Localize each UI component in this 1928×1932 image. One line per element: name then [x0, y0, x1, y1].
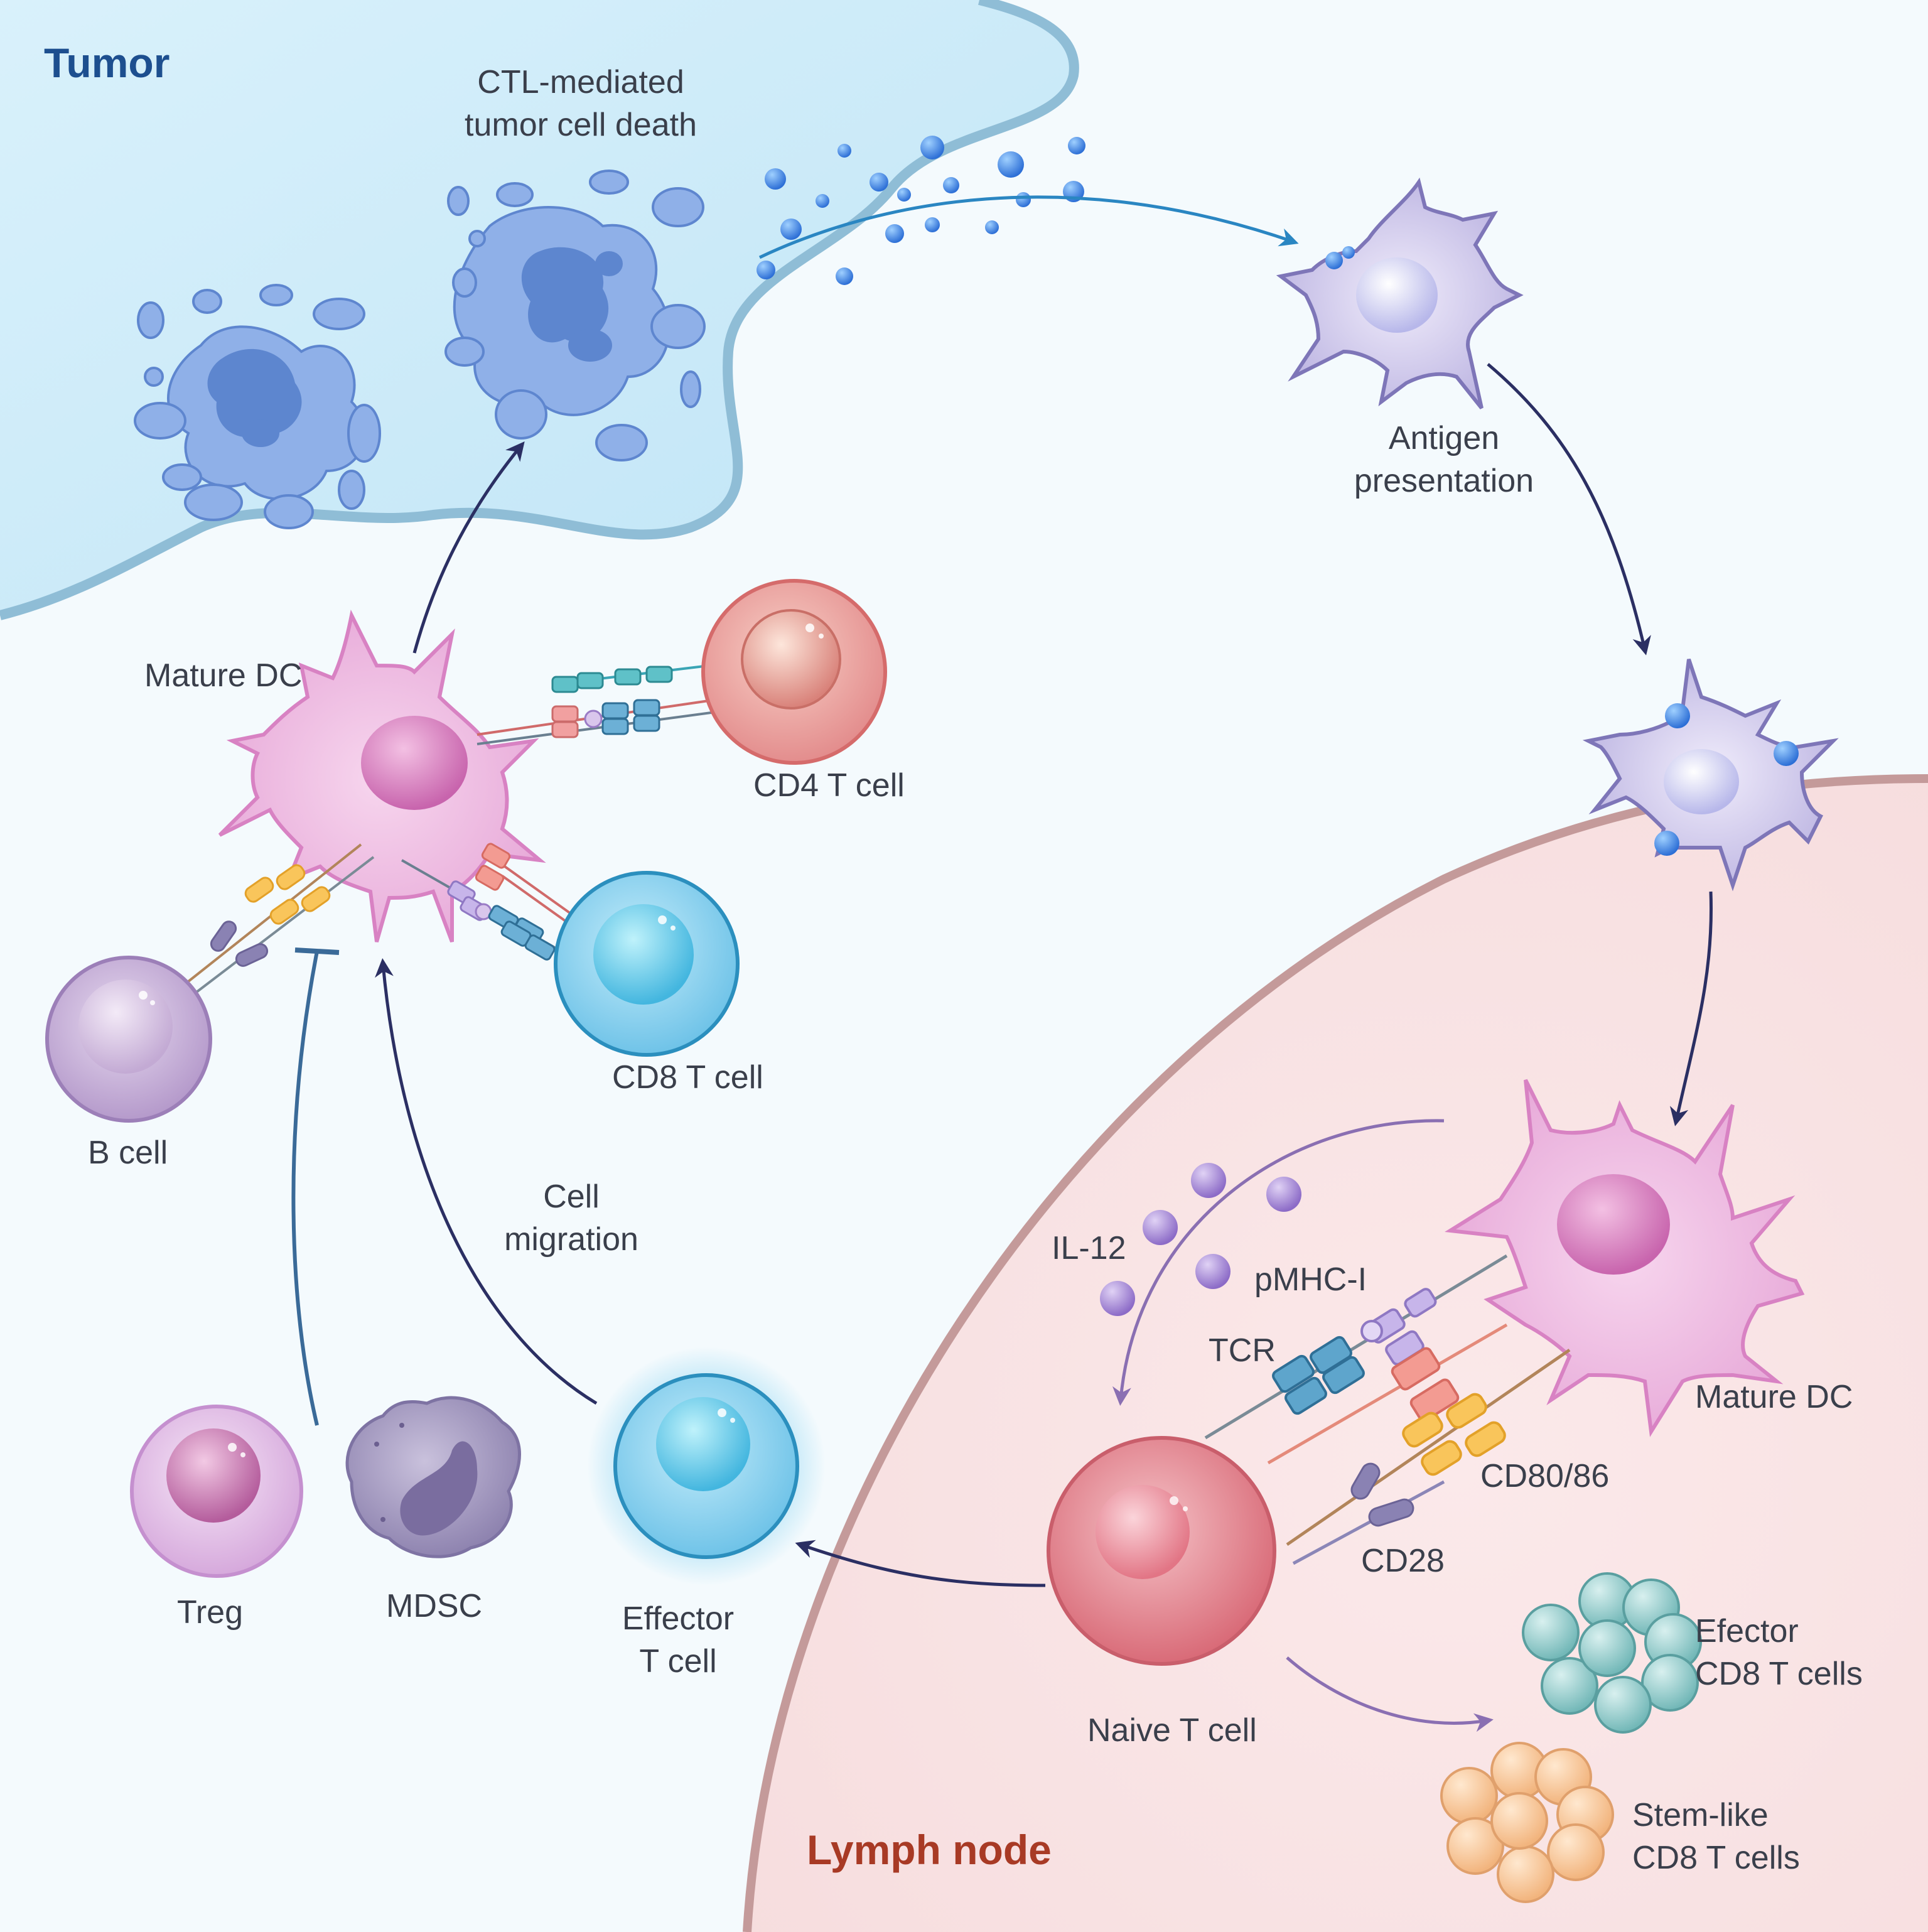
cd4-t-cell — [701, 579, 887, 765]
antigen-presentation-label-line2: presentation — [1354, 462, 1534, 499]
tumor-region-title: Tumor — [44, 40, 170, 86]
migrating-dc — [1582, 659, 1839, 892]
cd28-complex — [1350, 1462, 1414, 1527]
expansion-arrow — [1286, 1656, 1494, 1732]
stemlike-cd8-label-line2: CD8 T cells — [1632, 1839, 1800, 1876]
dying-tumor-cell-center — [444, 170, 706, 461]
lymph-node-region-title: Lymph node — [807, 1827, 1052, 1873]
antigen-presentation-label-line1: Antigen — [1388, 420, 1500, 456]
differentiation-arrow — [795, 1540, 1046, 1587]
cell-migration-arrow — [375, 958, 598, 1405]
il12-particles — [1100, 1163, 1301, 1316]
cd28-label: CD28 — [1361, 1543, 1445, 1579]
cell-migration-label-line2: migration — [504, 1221, 638, 1258]
cd80-86-complex — [1402, 1393, 1506, 1476]
cd8-t-cell — [554, 871, 740, 1057]
antigen-presenting-dc — [1276, 177, 1524, 409]
pmhc-complex — [1360, 1288, 1437, 1366]
migration-arrow-2 — [1669, 891, 1713, 1126]
il12-signal-arrow — [1112, 1119, 1445, 1406]
effector-t-cell-label-line2: T cell — [639, 1643, 717, 1680]
treg-cell — [130, 1405, 303, 1578]
mature-dc-lymph-label: Mature DC — [1695, 1379, 1853, 1415]
cd4-t-cell-label: CD4 T cell — [753, 767, 905, 804]
naive-t-cell — [1047, 1436, 1276, 1666]
efector-cd8-label-line1: Efector — [1695, 1613, 1799, 1649]
stemlike-cd8-cluster — [1440, 1742, 1614, 1903]
ctl-death-label: CTL-mediated tumor cell death — [421, 62, 741, 146]
stemlike-cd8-label: Stem-like CD8 T cells — [1632, 1794, 1800, 1879]
treg-label: Treg — [177, 1594, 243, 1631]
efector-cd8-label: Efector CD8 T cells — [1695, 1611, 1863, 1695]
tcr-label: TCR — [1209, 1332, 1276, 1369]
ctl-killing-arrow — [412, 441, 525, 654]
effector-t-cell-label: Effector T cell — [596, 1598, 760, 1683]
mdsc-label: MDSC — [386, 1588, 483, 1624]
antigen-presentation-label: Antigen presentation — [1312, 418, 1576, 502]
efector-cd8-label-line2: CD8 T cells — [1695, 1655, 1863, 1692]
mature-dc-lymph-node — [1445, 1079, 1805, 1437]
ctl-death-label-line2: tumor cell death — [465, 106, 697, 143]
pmhc-label: pMHC-I — [1254, 1261, 1367, 1298]
antigen-uptake-arrow — [758, 195, 1299, 259]
mature-dc-tumor-label: Mature DC — [144, 657, 303, 694]
dc-bcell-receptors — [178, 843, 375, 1000]
mdsc-cell — [345, 1396, 521, 1558]
cell-migration-label: Cell migration — [483, 1176, 659, 1261]
tcr-complex — [1272, 1336, 1365, 1415]
cd80-86-label: CD80/86 — [1480, 1458, 1610, 1494]
antigen-particles — [757, 136, 1085, 285]
il12-label: IL-12 — [1052, 1230, 1126, 1266]
naive-synapse-receptors — [1204, 1254, 1571, 1565]
dc-cd4-receptors — [477, 664, 735, 745]
b-cell — [45, 956, 212, 1123]
stemlike-cd8-label-line1: Stem-like — [1632, 1797, 1769, 1833]
dc-cd8-receptors — [401, 843, 591, 962]
ctl-death-label-line1: CTL-mediated — [477, 64, 684, 100]
cd8-t-cell-label: CD8 T cell — [612, 1059, 763, 1096]
cell-migration-label-line1: Cell — [543, 1179, 600, 1215]
migration-arrow-1 — [1487, 363, 1651, 656]
effector-t-cell-label-line1: Effector — [622, 1600, 735, 1637]
dying-tumor-cell-left — [134, 284, 381, 529]
efector-cd8-cluster — [1522, 1572, 1702, 1734]
b-cell-label: B cell — [88, 1135, 168, 1171]
effector-t-cell — [587, 1347, 826, 1585]
inhibition-line — [291, 947, 340, 1426]
mature-dc-tumor — [218, 609, 546, 943]
naive-t-cell-label: Naive T cell — [1087, 1712, 1257, 1749]
